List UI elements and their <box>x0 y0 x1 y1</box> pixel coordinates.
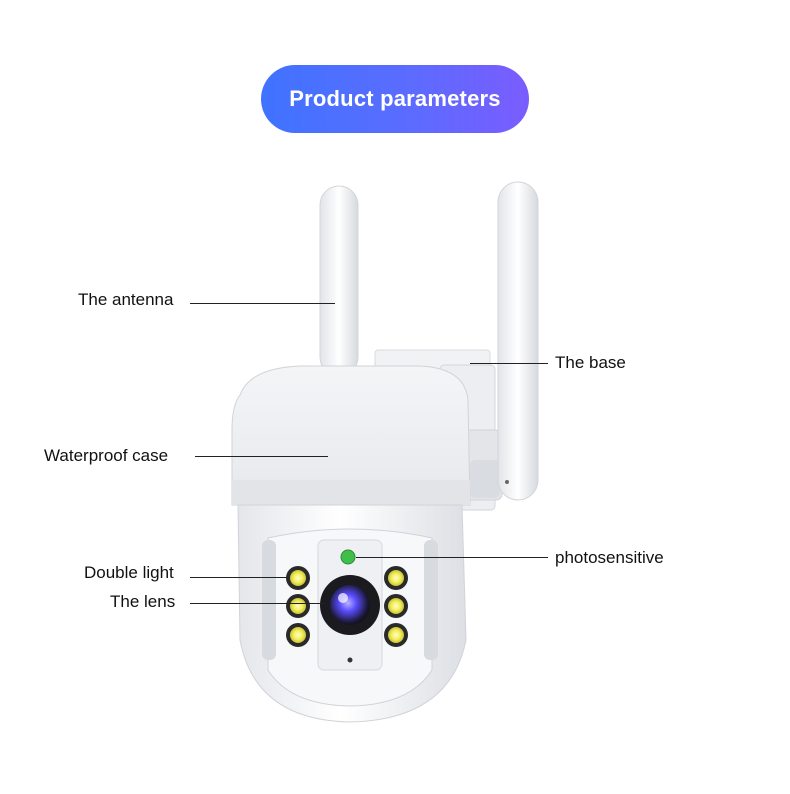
left-antenna <box>319 185 359 377</box>
antenna-leader <box>190 303 335 304</box>
led-right-column <box>384 566 408 647</box>
photosensitive-sensor <box>340 549 356 565</box>
label-antenna: The antenna <box>78 290 174 309</box>
label-base: The base <box>555 353 626 372</box>
double-light-leader <box>190 577 287 578</box>
right-antenna <box>497 181 539 501</box>
photosensitive-leader <box>356 557 548 558</box>
label-photosensitive: photosensitive <box>555 548 664 567</box>
page-title: Product parameters <box>289 86 501 111</box>
case-leader <box>195 456 328 457</box>
title-badge: Product parameters <box>261 65 529 133</box>
label-lens: The lens <box>110 592 176 611</box>
label-double-light: Double light <box>84 563 174 582</box>
lens-leader <box>190 603 325 604</box>
base-leader <box>470 363 548 364</box>
label-waterproof-case: Waterproof case <box>44 446 169 465</box>
lens <box>320 575 380 635</box>
dome-case <box>231 365 471 506</box>
led-left-column <box>286 566 310 647</box>
